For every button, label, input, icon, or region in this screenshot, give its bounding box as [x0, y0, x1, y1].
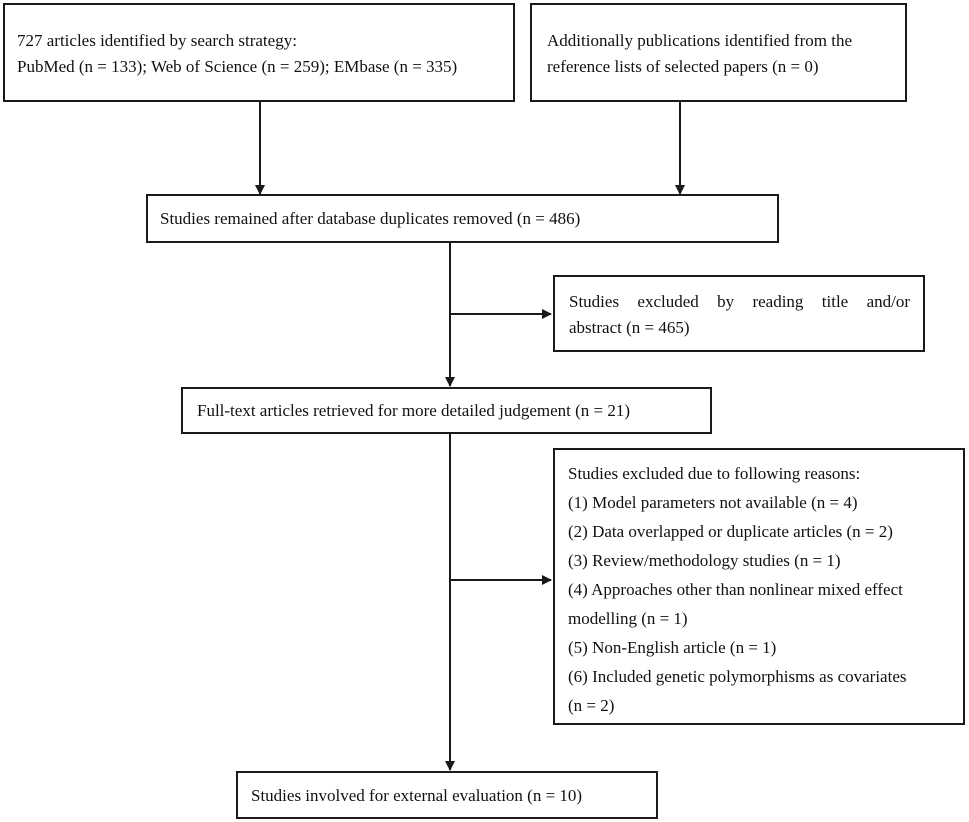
box-identified: 727 articles identified by search strate…	[3, 3, 515, 102]
box-excluded-title: Studies excluded by reading title and/or…	[553, 275, 925, 352]
box-excluded-reasons-heading: Studies excluded due to following reason…	[568, 464, 861, 483]
box-additional: Additionally publications identified fro…	[530, 3, 907, 102]
box-excluded-title-line-2: abstract (n = 465)	[569, 318, 690, 337]
box-excluded-reasons-item-6b: (n = 2)	[568, 696, 615, 715]
box-excluded-reasons-item-1: (1) Model parameters not available (n = …	[568, 493, 858, 512]
box-involved-line-1: Studies involved for external evaluation…	[251, 786, 583, 805]
box-excluded-reasons-item-4a: (4) Approaches other than nonlinear mixe…	[568, 580, 903, 599]
box-additional-line-1: Additionally publications identified fro…	[547, 31, 852, 50]
box-remained-line-1: Studies remained after database duplicat…	[160, 209, 581, 228]
box-excluded-reasons-item-6a: (6) Included genetic polymorphisms as co…	[568, 667, 907, 686]
box-identified-line-2: PubMed (n = 133); Web of Science (n = 25…	[17, 57, 458, 76]
box-excluded-reasons-item-5: (5) Non-English article (n = 1)	[568, 638, 777, 657]
box-identified-line-1: 727 articles identified by search strate…	[17, 31, 297, 50]
box-excluded-title-line-1: Studies excluded by reading title and/or	[569, 292, 910, 311]
box-fulltext: Full-text articles retrieved for more de…	[181, 387, 712, 434]
box-additional-line-2: reference lists of selected papers (n = …	[547, 57, 819, 76]
box-excluded-reasons: Studies excluded due to following reason…	[553, 448, 965, 725]
box-excluded-reasons-item-4b: modelling (n = 1)	[568, 609, 688, 628]
box-fulltext-line-1: Full-text articles retrieved for more de…	[197, 401, 631, 420]
box-excluded-reasons-item-3: (3) Review/methodology studies (n = 1)	[568, 551, 841, 570]
box-remained: Studies remained after database duplicat…	[146, 194, 779, 243]
box-excluded-reasons-item-2: (2) Data overlapped or duplicate article…	[568, 522, 893, 541]
box-involved: Studies involved for external evaluation…	[236, 771, 658, 819]
